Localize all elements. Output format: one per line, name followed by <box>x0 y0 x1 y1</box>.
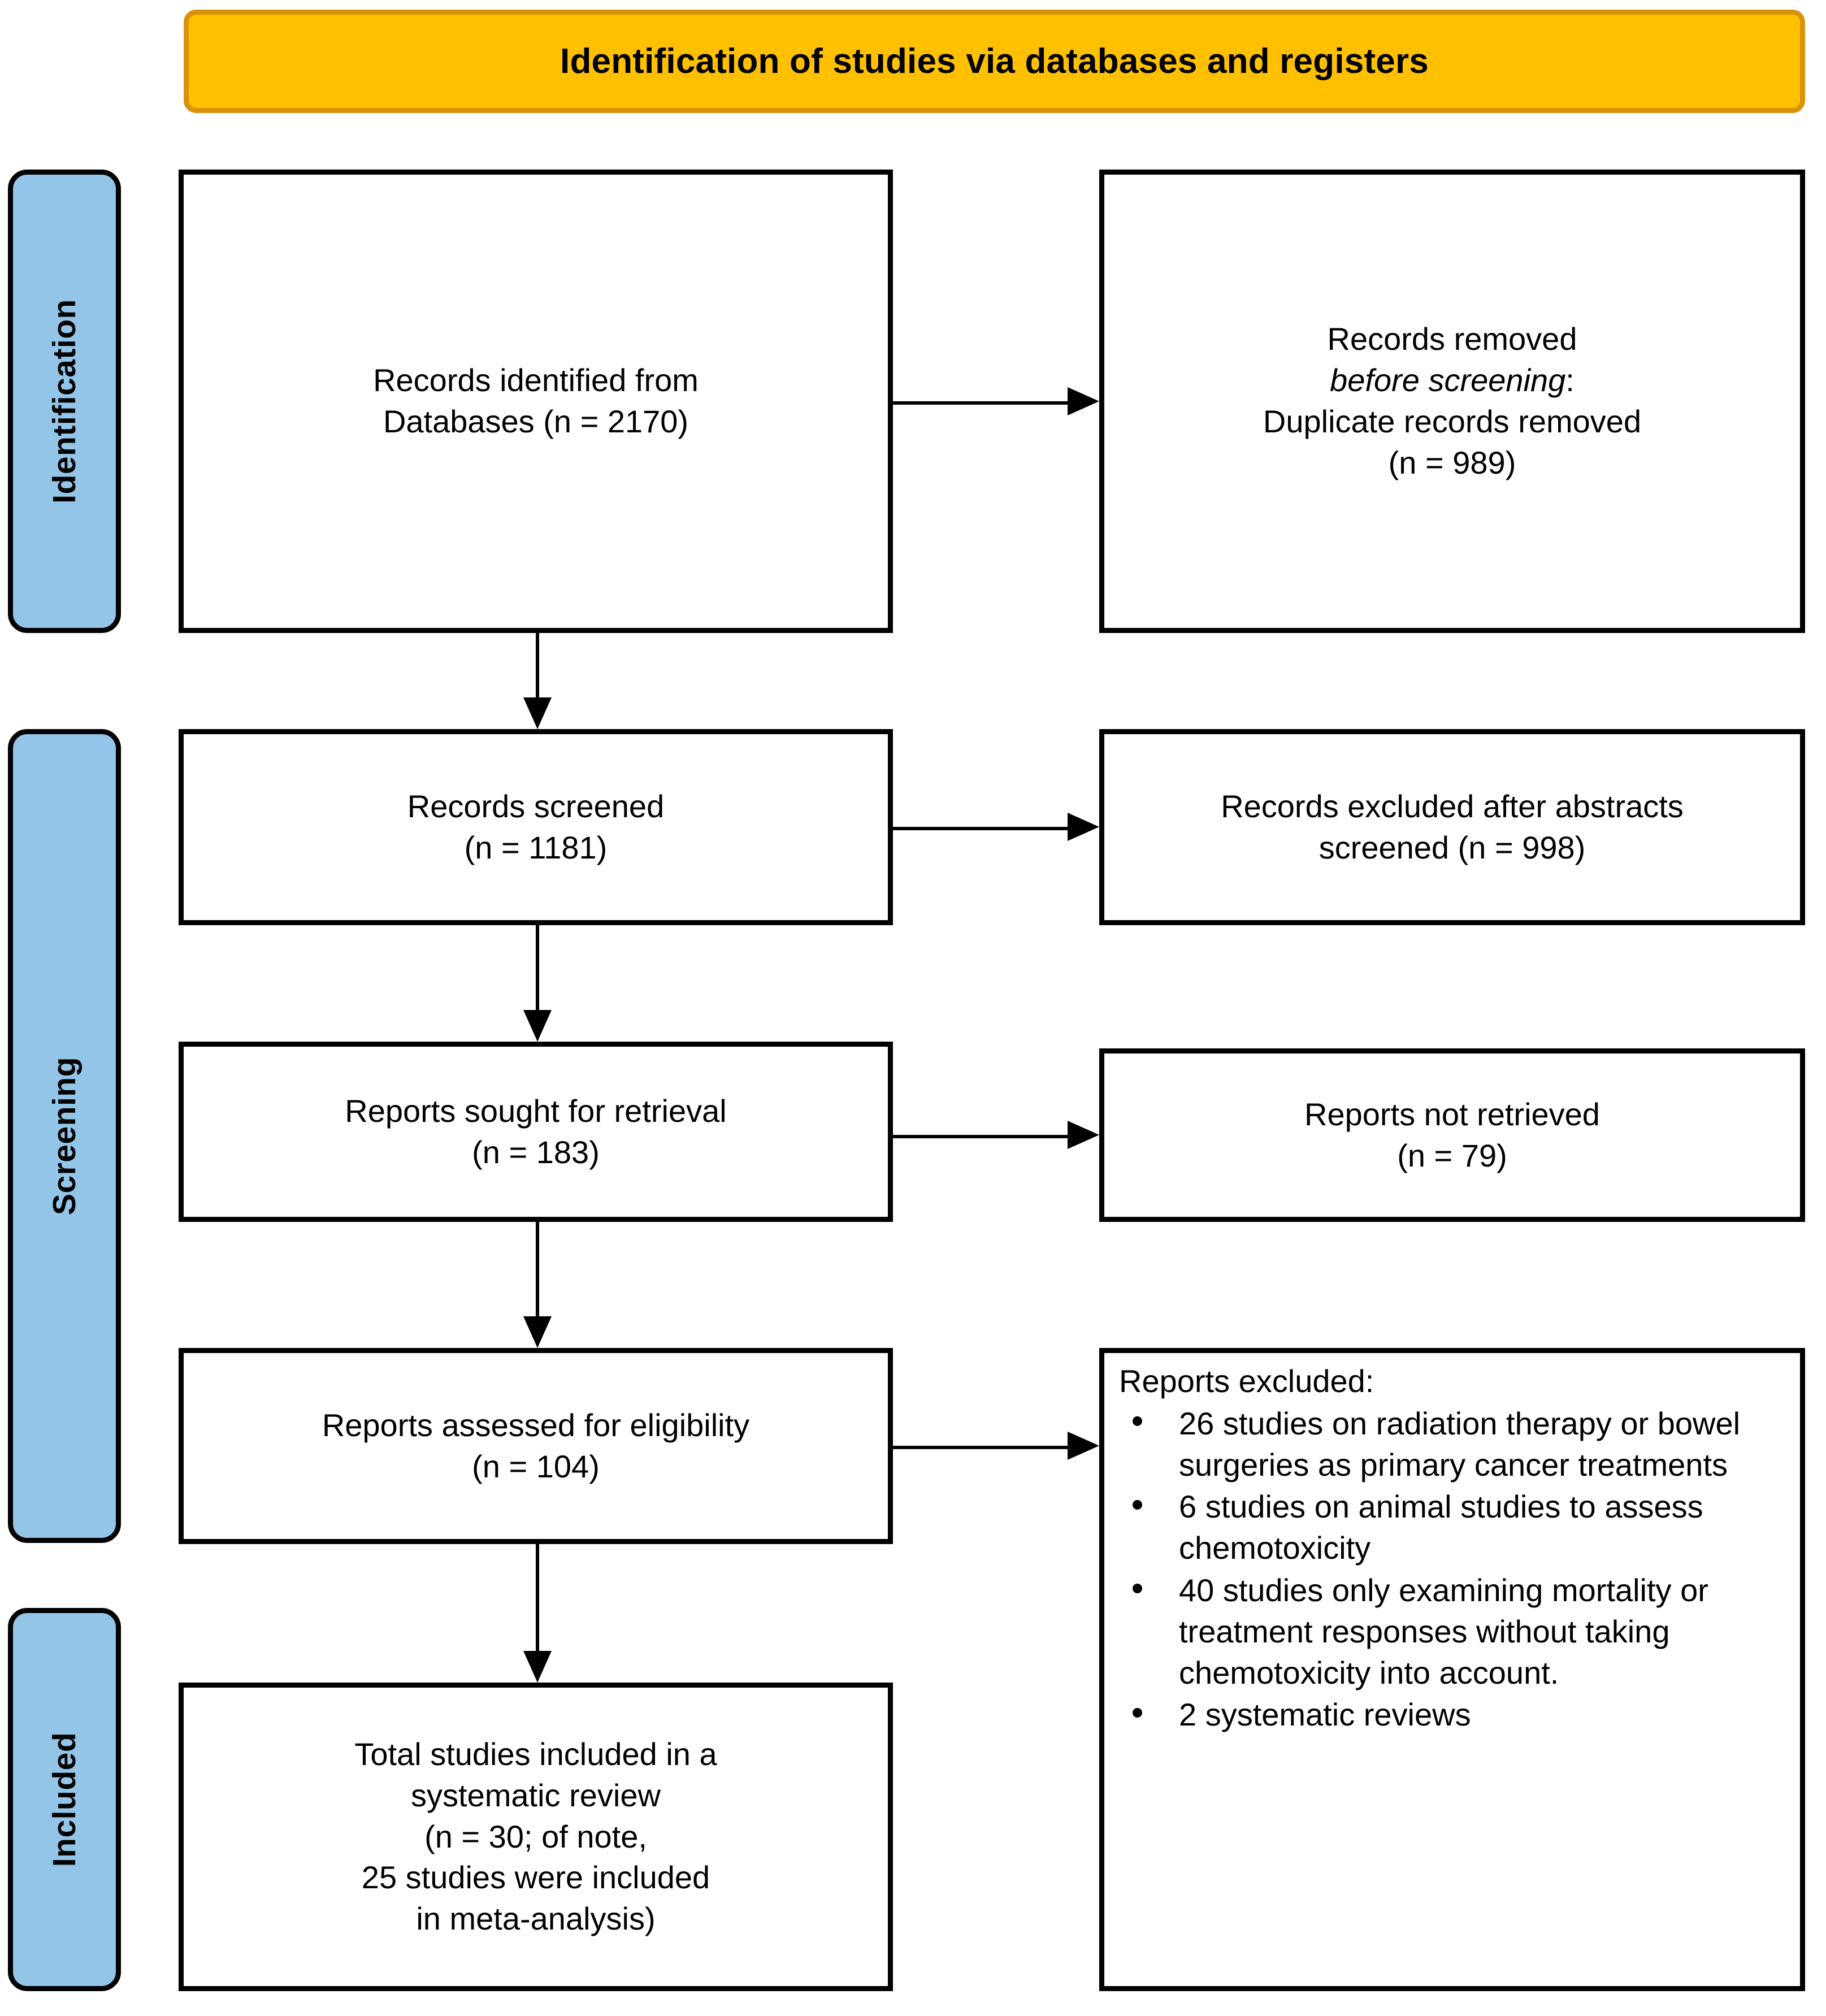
list-item: 6 studies on animal studies to assess ch… <box>1117 1486 1788 1569</box>
reports-excluded-bullet-3: 40 studies only examining mortality or t… <box>1179 1572 1708 1690</box>
stage-label-included-text: Included <box>46 1732 83 1867</box>
box-records-screened: Records screened (n = 1181) <box>179 729 893 925</box>
arrow-shaft <box>536 1544 539 1651</box>
arrow-head-right-icon <box>1068 813 1099 841</box>
records-removed-line3: Duplicate records removed <box>1263 404 1642 439</box>
arrow-head-down-icon <box>523 1010 552 1042</box>
bullet-icon <box>1133 1416 1142 1427</box>
box-reports-excluded-content: Reports excluded: 26 studies on radiatio… <box>1117 1361 1788 1737</box>
box-reports-sought-text: Reports sought for retrieval (n = 183) <box>345 1091 726 1173</box>
box-records-excluded-abstracts: Records excluded after abstracts screene… <box>1099 729 1805 925</box>
total-included-line4: 25 studies were included <box>361 1859 710 1896</box>
arrow-shaft <box>893 827 1068 830</box>
arrow-shaft <box>536 633 539 697</box>
arrow-head-down-icon <box>523 1316 552 1348</box>
bullet-icon <box>1133 1583 1142 1593</box>
box-records-removed: Records removed before screening: Duplic… <box>1099 170 1805 633</box>
reports-assessed-line2: (n = 104) <box>472 1448 600 1484</box>
stage-label-included: Included <box>8 1608 121 1991</box>
header-banner: Identification of studies via databases … <box>184 10 1805 113</box>
list-item: 2 systematic reviews <box>1117 1694 1788 1736</box>
total-included-line1: Total studies included in a <box>354 1736 717 1772</box>
reports-excluded-bullet-1: 26 studies on radiation therapy or bowel… <box>1179 1405 1741 1482</box>
records-removed-line1: Records removed <box>1327 321 1577 357</box>
page-title: Identification of studies via databases … <box>560 42 1429 81</box>
box-records-excluded-abstracts-text: Records excluded after abstracts screene… <box>1221 786 1684 869</box>
records-removed-before-screening: before screening <box>1330 362 1566 398</box>
box-records-removed-text: Records removed before screening: Duplic… <box>1263 319 1641 483</box>
reports-sought-line2: (n = 183) <box>472 1134 600 1170</box>
total-included-line2: systematic review <box>411 1777 661 1813</box>
bullet-icon <box>1133 1707 1142 1718</box>
records-screened-line2: (n = 1181) <box>464 829 608 865</box>
bullet-icon <box>1133 1499 1142 1510</box>
stage-label-identification-text: Identification <box>46 299 83 504</box>
box-reports-assessed-text: Reports assessed for eligibility (n = 10… <box>322 1405 749 1488</box>
stage-label-screening: Screening <box>8 729 121 1543</box>
list-item: 26 studies on radiation therapy or bowel… <box>1117 1403 1788 1486</box>
arrow-head-down-icon <box>523 697 552 729</box>
box-records-screened-text: Records screened (n = 1181) <box>407 786 664 869</box>
reports-excluded-list: 26 studies on radiation therapy or bowel… <box>1117 1403 1788 1736</box>
box-reports-not-retrieved-text: Reports not retrieved (n = 79) <box>1304 1094 1600 1177</box>
records-excluded-abstracts-line2: screened (n = 998) <box>1318 829 1586 865</box>
list-item: 40 studies only examining mortality or t… <box>1117 1570 1788 1693</box>
box-reports-sought: Reports sought for retrieval (n = 183) <box>179 1042 893 1222</box>
box-records-identified-text: Records identified from Databases (n = 2… <box>373 360 699 443</box>
records-excluded-abstracts-line1: Records excluded after abstracts <box>1221 788 1684 824</box>
box-records-identified: Records identified from Databases (n = 2… <box>179 170 893 633</box>
box-total-studies-included-text: Total studies included in a systematic r… <box>354 1734 717 1940</box>
reports-not-retrieved-line1: Reports not retrieved <box>1304 1096 1600 1132</box>
reports-excluded-heading: Reports excluded: <box>1119 1363 1374 1399</box>
records-identified-line2: Databases (n = 2170) <box>383 404 689 439</box>
records-screened-line1: Records screened <box>407 788 665 824</box>
total-included-line3: (n = 30; of note, <box>424 1818 647 1854</box>
reports-assessed-line1: Reports assessed for eligibility <box>322 1407 750 1443</box>
arrow-shaft <box>893 1135 1068 1138</box>
reports-excluded-bullet-4: 2 systematic reviews <box>1179 1697 1471 1733</box>
reports-sought-line1: Reports sought for retrieval <box>345 1092 727 1129</box>
arrow-shaft <box>536 1222 539 1316</box>
reports-excluded-bullet-2: 6 studies on animal studies to assess ch… <box>1179 1489 1703 1566</box>
box-total-studies-included: Total studies included in a systematic r… <box>179 1683 893 1991</box>
arrow-head-right-icon <box>1068 1121 1099 1149</box>
records-removed-line4: (n = 989) <box>1388 444 1516 480</box>
reports-not-retrieved-line2: (n = 79) <box>1397 1137 1507 1173</box>
arrow-shaft <box>893 1446 1068 1449</box>
box-reports-excluded: Reports excluded: 26 studies on radiatio… <box>1099 1348 1805 1991</box>
arrow-shaft <box>536 925 539 1010</box>
records-identified-line1: Records identified from <box>373 362 699 398</box>
records-removed-colon: : <box>1565 362 1575 398</box>
arrow-shaft <box>893 401 1068 405</box>
total-included-line5: in meta-analysis) <box>416 1901 656 1937</box>
box-reports-not-retrieved: Reports not retrieved (n = 79) <box>1099 1048 1805 1222</box>
arrow-head-right-icon <box>1068 387 1099 415</box>
stage-label-screening-text: Screening <box>46 1056 83 1216</box>
stage-label-identification: Identification <box>8 170 121 633</box>
box-reports-assessed: Reports assessed for eligibility (n = 10… <box>179 1348 893 1544</box>
arrow-head-down-icon <box>523 1651 552 1683</box>
arrow-head-right-icon <box>1068 1432 1099 1460</box>
